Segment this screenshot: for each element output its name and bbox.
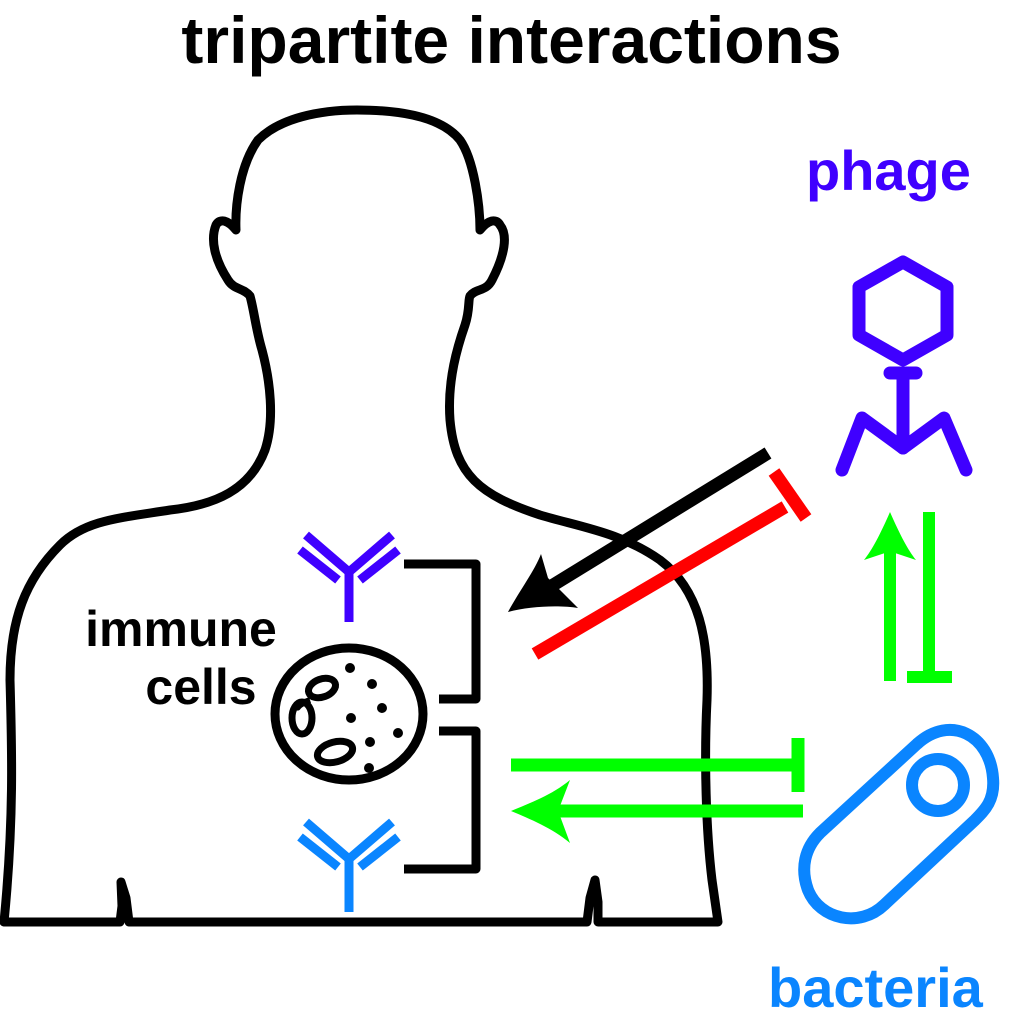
bacterium-icon <box>798 723 1000 925</box>
antibody-icon-bacteria <box>297 818 401 912</box>
immune-label-line2: cells <box>145 659 257 715</box>
immune-cells-label: immune cells <box>56 600 306 716</box>
immune-cell-icon <box>270 643 428 785</box>
immune-label-line1: immune <box>85 601 277 657</box>
bracket-bottom <box>404 726 481 874</box>
arrow-bacteria-to-immune <box>511 780 803 843</box>
inhibition-phage-to-bacteria <box>907 512 952 683</box>
phage-label: phage <box>806 139 971 202</box>
human-silhouette-icon <box>0 105 723 927</box>
bracket-top <box>404 559 481 704</box>
bacteria-label: bacteria <box>768 956 983 1019</box>
inhibition-immune-to-bacteria <box>511 738 805 792</box>
arrow-bacteria-to-phage <box>864 512 916 681</box>
inhibition-immune-to-phage <box>531 468 812 660</box>
phage-icon <box>835 255 973 477</box>
antibody-icon-phage <box>297 531 401 622</box>
diagram-title: tripartite interactions <box>181 3 842 77</box>
arrow-phage-to-immune <box>508 447 772 612</box>
